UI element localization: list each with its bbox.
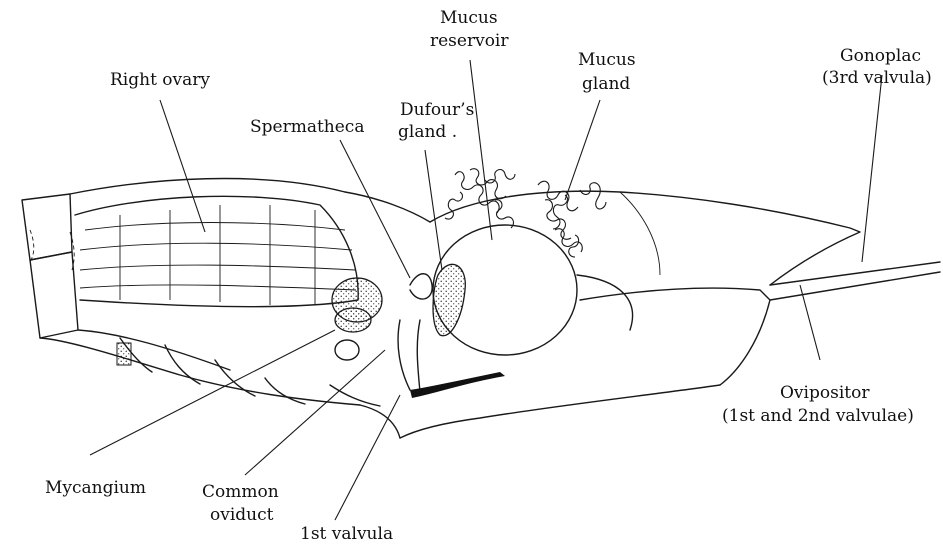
leader-lines [90, 60, 882, 520]
label-ovipositor-line1: Ovipositor [780, 383, 869, 404]
label-common-oviduct-line2: oviduct [210, 505, 273, 526]
ovary-drawing [75, 196, 358, 306]
label-mucus-reservoir-line1: Mucus [440, 8, 498, 29]
label-common-oviduct-line1: Common [202, 482, 279, 503]
label-dufour-line2: gland . [398, 122, 457, 143]
label-mucus-reservoir-line2: reservoir [430, 31, 509, 52]
label-right-ovary: Right ovary [110, 70, 210, 91]
label-mucus-gland-line1: Mucus [578, 50, 636, 71]
label-gonoplac-line2: (3rd valvula) [822, 68, 932, 89]
label-spermatheca: Spermatheca [250, 117, 364, 138]
label-gonoplac-line1: Gonoplac [840, 46, 921, 67]
label-dufour-line1: Dufour’s [400, 100, 474, 121]
gland-drawing [332, 264, 505, 398]
label-mycangium: Mycangium [45, 478, 146, 499]
label-ovipositor-line2: (1st and 2nd valvulae) [722, 406, 914, 427]
mucus-drawing [433, 169, 633, 355]
label-first-valvula: 1st valvula [300, 524, 393, 545]
label-mucus-gland-line2: gland [582, 74, 630, 95]
